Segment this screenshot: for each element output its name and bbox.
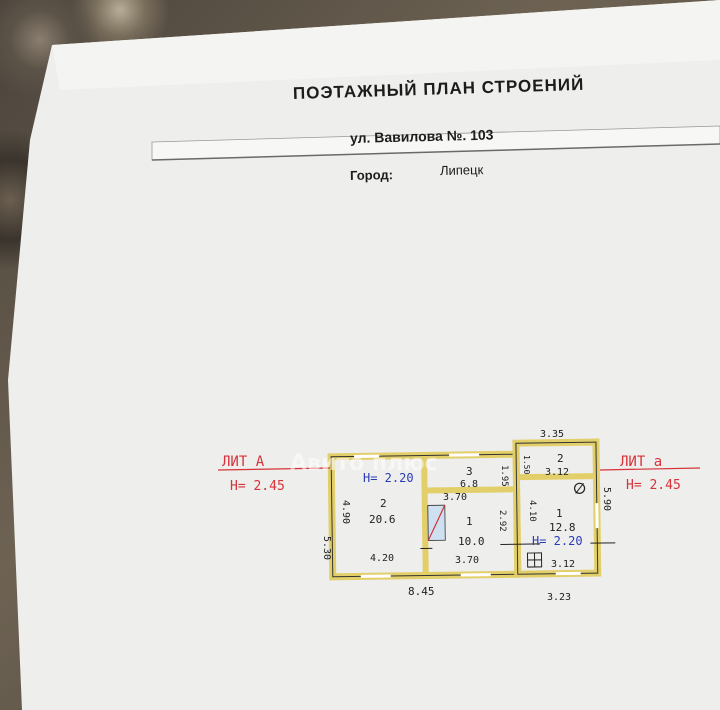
dim-room1-width: 3.70 [455,555,479,566]
dim-left-depth: 5.30 [321,536,332,560]
dim-annex-depth: 5.90 [601,487,612,511]
dim-room3-width: 3.70 [443,492,467,503]
dim-room3-depth: 1.95 [499,465,509,487]
inner-wall-1 [421,458,429,573]
height-right: H= 2.45 [626,478,681,493]
inner-wall-3 [519,473,594,481]
dim-room1-depth: 2.92 [497,510,507,532]
room-annex-2-number: 2 [557,452,564,465]
dim-room12-depth: 4.10 [527,500,537,522]
room-2-area: 20.6 [369,513,396,526]
inner-wall-2 [424,486,514,494]
dim-annex-top: 3.35 [540,429,564,440]
dim-overall-width: 8.45 [408,585,435,598]
lit-a-right: ЛИТ а [620,454,662,470]
inner-height-right: H= 2.20 [532,534,583,548]
room-1-number: 1 [466,515,473,528]
dim-small-depth: 1.50 [522,455,531,474]
room-3-area: 6.8 [460,479,478,490]
dim-annex-bottom: 3.23 [547,592,571,603]
dim-room2-width: 4.20 [370,553,394,564]
room-annex-1-area: 12.8 [549,521,576,534]
dim-room12-width: 3.12 [551,559,575,570]
watermark-text: Авито плюс [290,451,438,476]
stove-icon [573,482,586,494]
dim-room2-depth: 4.90 [340,500,351,524]
room-annex-1-number: 1 [556,507,563,520]
lit-a-left: ЛИТ А [222,454,265,470]
height-left: H= 2.45 [230,479,285,494]
room-2-number: 2 [380,497,387,510]
room-annex-2-area: 3.12 [545,467,569,478]
room-3-number: 3 [466,465,473,478]
room-1-area: 10.0 [458,535,485,548]
inner-height-left: H= 2.20 [363,471,414,485]
